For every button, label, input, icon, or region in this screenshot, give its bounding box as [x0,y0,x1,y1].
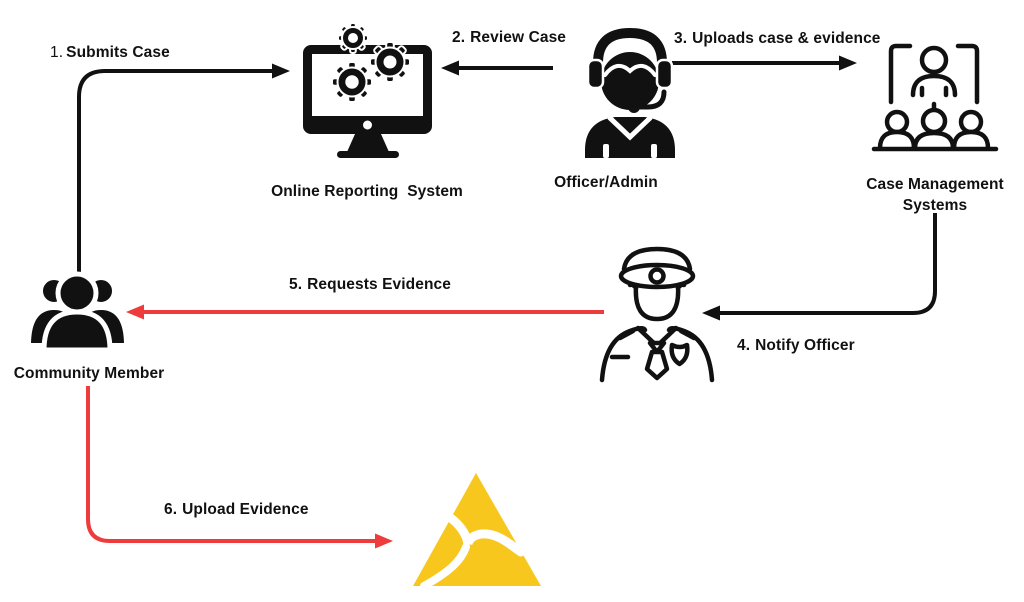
node-label-officer-admin: Officer/Admin [554,174,658,191]
team-hierarchy-icon [871,43,999,152]
gear-icon [331,61,373,103]
police-officer-icon [599,246,715,383]
flow-number: 4. [737,337,751,354]
node-label-online-reporting-system: Online Reporting System [271,183,463,200]
flow-arrow-notify-officer [702,213,937,321]
flow-number: 6. [164,501,178,518]
node-label-community-member: Community Member [13,365,165,382]
flow-text: Upload Evidence [182,501,309,518]
yellow-triangle-logo [413,473,541,590]
flow-arrow-requests-evidence [126,304,604,320]
people-group-icon [26,271,129,353]
flow-text: Notify Officer [755,337,855,354]
flow-label-uploads-case-evidence: 3.Uploads case & evidence [674,30,881,48]
flow-label-requests-evidence: 5.Requests Evidence [289,276,451,294]
flow-arrow-upload-evidence [86,386,393,549]
flow-label-notify-officer: 4.Notify Officer [737,337,855,355]
gear-icon [337,22,369,54]
flow-number: 1. [50,44,64,61]
flow-label-review-case: 2.Review Case [452,29,566,47]
monitor-gears-icon [303,22,432,158]
flow-text: Requests Evidence [307,276,451,293]
flow-number: 2. [452,29,466,46]
flow-arrow-uploads-case-evidence [672,55,857,71]
flow-label-submits-case: 1.Submits Case [50,44,170,62]
headset-agent-icon [585,27,675,158]
flow-arrow-submits-case [77,63,290,272]
flow-label-upload-evidence: 6.Upload Evidence [164,501,309,519]
flow-text: Submits Case [66,44,170,61]
flow-number: 3. [674,30,688,47]
gear-icon [369,41,411,83]
flow-text: Review Case [470,29,567,46]
flow-number: 5. [289,276,303,293]
node-label-case-management-systems: Case Management Systems [866,176,1009,214]
flow-text: Uploads case & evidence [692,30,881,47]
flow-arrow-review-case [441,60,553,76]
